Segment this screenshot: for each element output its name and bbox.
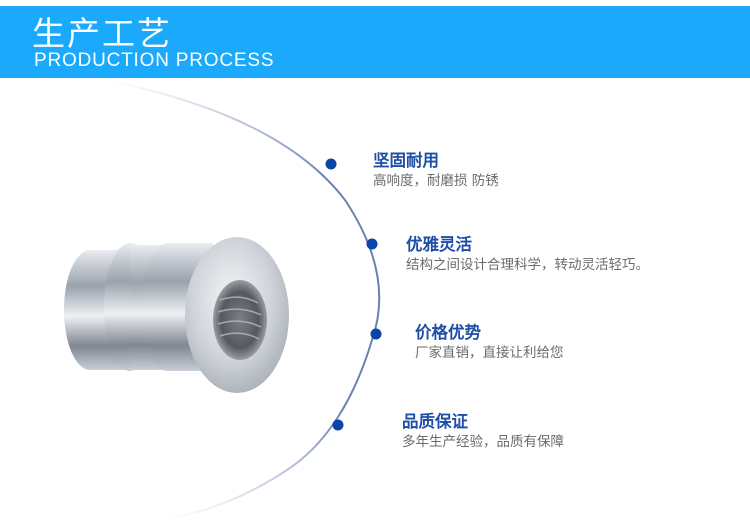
feature-title: 优雅灵活 xyxy=(406,235,472,254)
page-subtitle: PRODUCTION PROCESS xyxy=(34,50,275,71)
timeline-dot-2 xyxy=(366,238,378,250)
feature-item-durable: 坚固耐用 高响度，耐磨损 防锈 xyxy=(373,151,499,190)
feature-item-price: 价格优势 厂家直销，直接让利给您 xyxy=(415,323,564,362)
feature-title: 品质保证 xyxy=(402,412,468,431)
feature-title: 价格优势 xyxy=(415,323,481,342)
header-banner: 生产工艺 PRODUCTION PROCESS xyxy=(0,6,750,78)
timeline-dot-3 xyxy=(370,328,382,340)
feature-description: 厂家直销，直接让利给您 xyxy=(415,345,564,361)
feature-description: 结构之间设计合理科学，转动灵活轻巧。 xyxy=(406,257,649,273)
feature-title: 坚固耐用 xyxy=(373,151,439,170)
feature-description: 多年生产经验，品质有保障 xyxy=(402,434,564,450)
feature-description: 高响度，耐磨损 防锈 xyxy=(373,173,499,189)
feature-item-quality: 品质保证 多年生产经验，品质有保障 xyxy=(402,412,564,451)
product-image xyxy=(64,237,289,393)
timeline-dot-1 xyxy=(325,158,337,170)
page-title: 生产工艺 xyxy=(32,14,172,53)
timeline-dot-4 xyxy=(332,419,344,431)
feature-item-flexible: 优雅灵活 结构之间设计合理科学，转动灵活轻巧。 xyxy=(406,235,649,274)
